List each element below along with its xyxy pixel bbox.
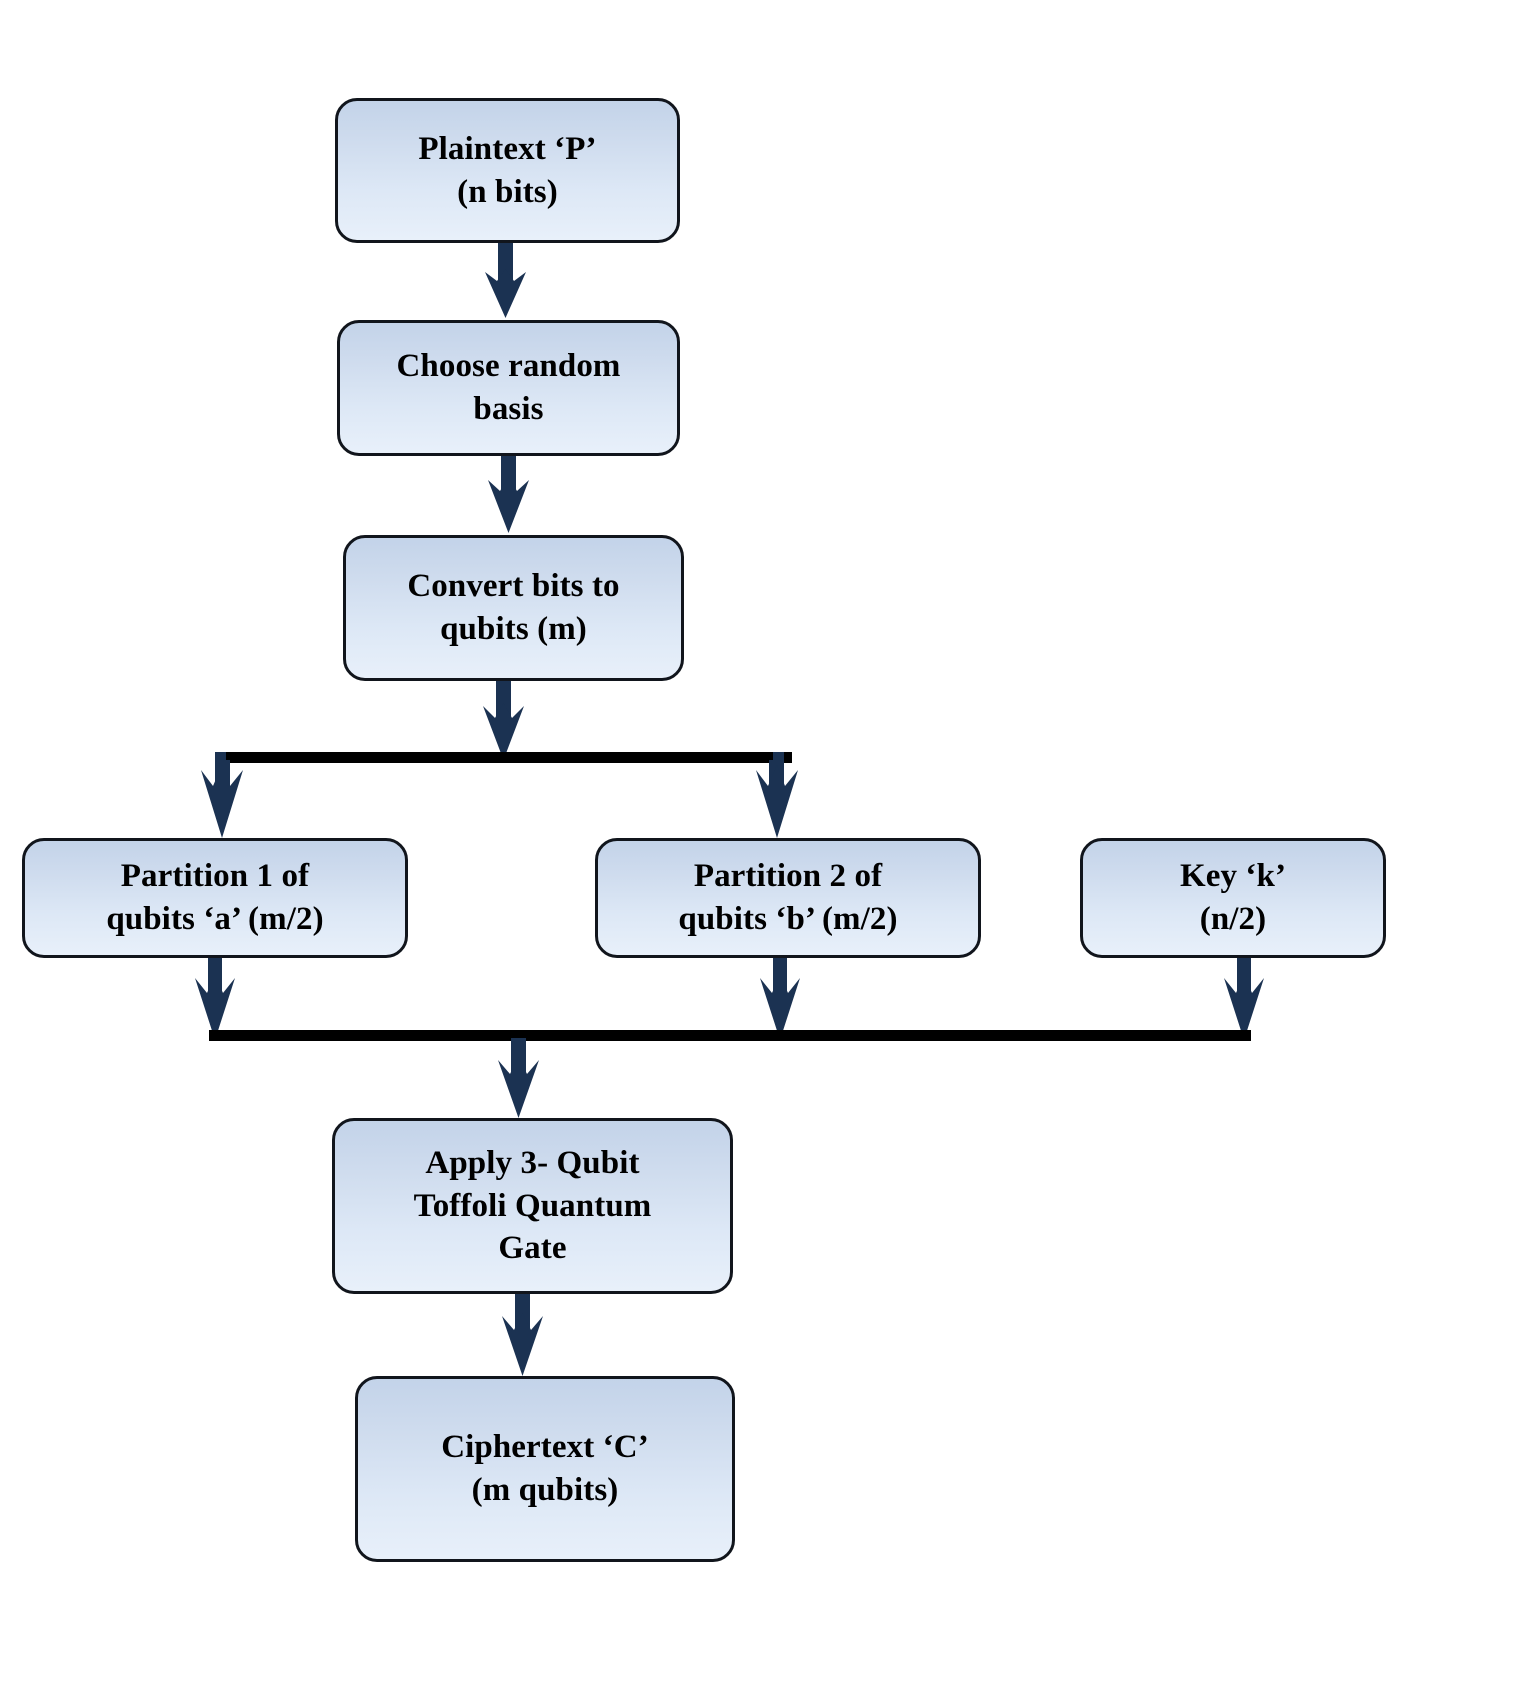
node-key[interactable]: Key ‘k’ (n/2) [1080,838,1386,958]
node-choose-random-basis[interactable]: Choose random basis [337,320,680,456]
arrow-split-to-partition-1 [201,760,243,838]
node-partition-2[interactable]: Partition 2 of qubits ‘b’ (m/2) [595,838,981,958]
arrow-toffoli-to-ciphertext [502,1294,543,1376]
node-ciphertext[interactable]: Ciphertext ‘C’ (m qubits) [355,1376,735,1562]
arrow-basis-to-convert [488,456,529,533]
arrow-partition-2-to-merge [760,958,800,1040]
merge-bar [209,1030,1251,1041]
arrow-plaintext-to-basis [485,243,526,318]
node-convert-bits-to-qubits[interactable]: Convert bits to qubits (m) [343,535,684,681]
arrow-convert-to-split [483,681,524,760]
node-plaintext[interactable]: Plaintext ‘P’ (n bits) [335,98,680,243]
node-partition-1[interactable]: Partition 1 of qubits ‘a’ (m/2) [22,838,408,958]
arrow-partition-1-to-merge [195,958,235,1040]
split-bar [215,752,792,768]
node-toffoli-gate[interactable]: Apply 3- Qubit Toffoli Quantum Gate [332,1118,733,1294]
arrow-split-to-partition-2 [756,760,798,838]
arrow-key-to-merge [1224,958,1264,1040]
arrow-merge-to-toffoli [498,1038,539,1118]
